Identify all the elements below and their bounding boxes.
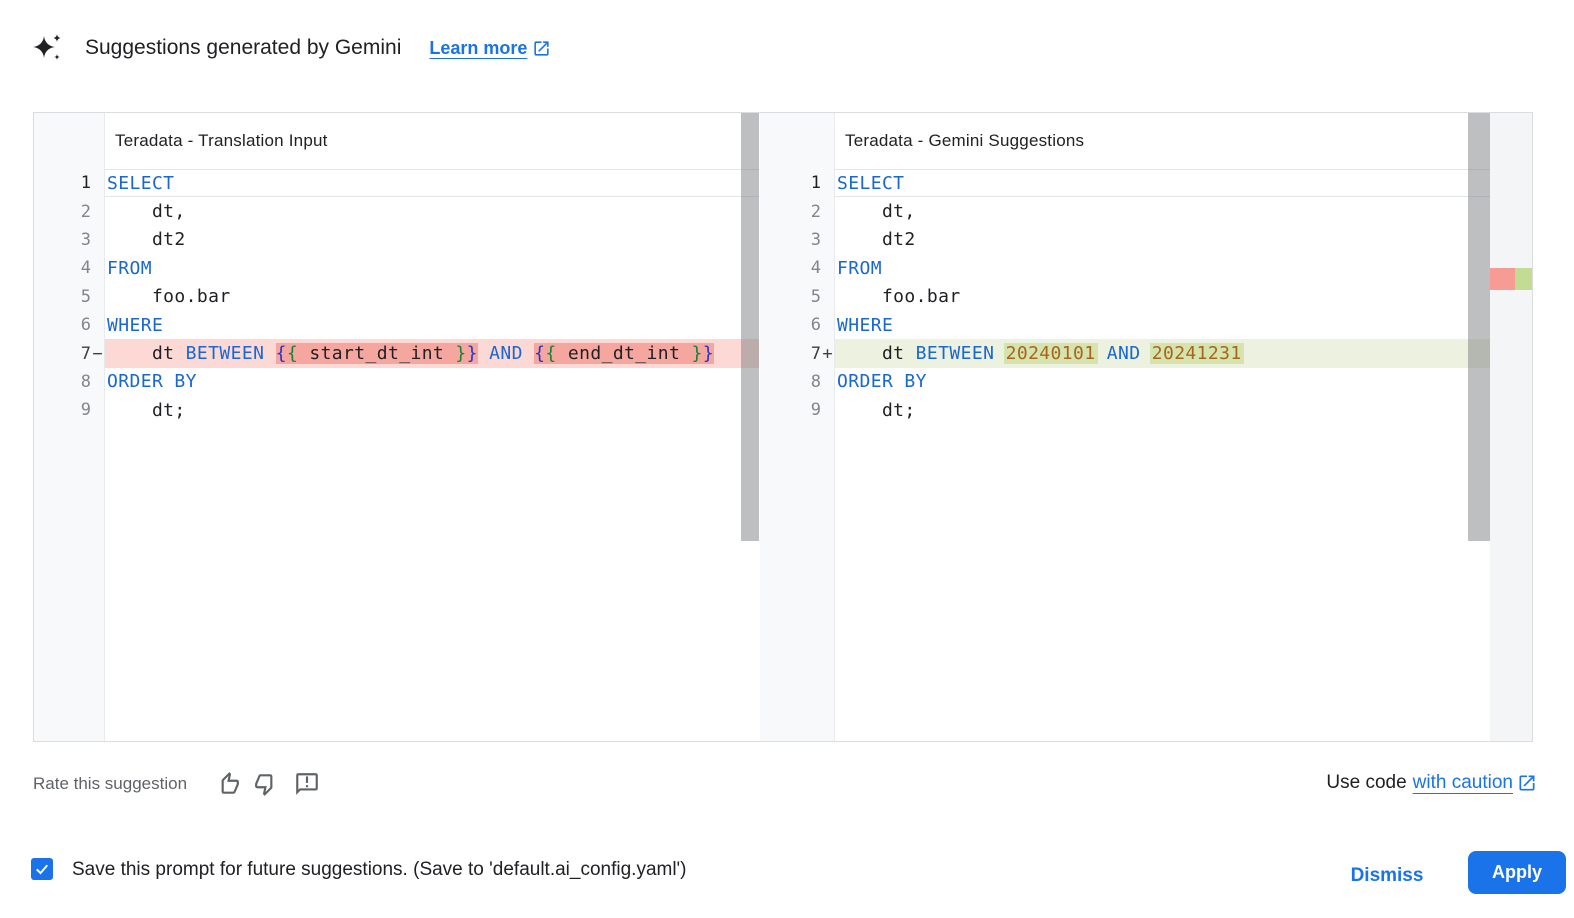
thumb-down-icon xyxy=(255,774,273,796)
diff-ruler-marker-removed xyxy=(1490,268,1515,290)
learn-more-anchor[interactable]: Learn more xyxy=(429,37,528,58)
gutter-line-number: 5 xyxy=(80,286,91,307)
code-line[interactable]: FROM xyxy=(837,257,882,279)
gutter-line-number: 4 xyxy=(810,258,821,279)
code-area[interactable]: Teradata - Gemini Suggestions SELECT dt,… xyxy=(834,113,1491,741)
gutter-rows: 1 2 3 4 5 6 7+ 8 9 xyxy=(760,169,834,425)
gutter-line-number: 8 xyxy=(80,371,91,392)
code-line[interactable]: ORDER BY xyxy=(107,371,197,393)
use-code-text: Use code xyxy=(1326,772,1407,793)
gutter-line-number: 2 xyxy=(80,201,91,222)
gutter-line-number: 6 xyxy=(810,315,821,336)
code-line[interactable]: foo.bar xyxy=(107,286,231,308)
line-number-gutter: 1 2 3 4 5 6 7− 8 9 xyxy=(34,113,104,741)
diff-overview-ruler[interactable] xyxy=(1490,113,1532,741)
rate-label: Rate this suggestion xyxy=(33,774,188,793)
code-line[interactable]: FROM xyxy=(107,257,152,279)
open-in-new-icon xyxy=(534,40,550,56)
gutter-line-number: 6 xyxy=(80,315,91,336)
gemini-sparkle-icon xyxy=(33,34,61,60)
scrollbar-thumb[interactable] xyxy=(1468,113,1490,541)
code-line[interactable]: dt BETWEEN {{ start_dt_int }} AND {{ end… xyxy=(105,339,759,368)
thumb-down-button[interactable] xyxy=(251,768,283,800)
diff-container: 1 2 3 4 5 6 7− 8 9 Teradata - Translation Input … xyxy=(33,112,1533,742)
editor-gemini-suggestions: 1 2 3 4 5 6 7+ 8 9 Teradata - Gemini Suggestions… xyxy=(760,113,1532,741)
code-line[interactable]: ORDER BY xyxy=(837,371,927,393)
learn-more-link[interactable]: Learn more xyxy=(429,38,551,59)
gutter-line-number: 3 xyxy=(810,229,821,250)
code-line[interactable]: WHERE xyxy=(107,314,164,336)
code-line[interactable]: SELECT xyxy=(835,169,1491,197)
line-number-gutter: 1 2 3 4 5 6 7+ 8 9 xyxy=(760,113,834,741)
apply-button[interactable]: Apply xyxy=(1468,851,1566,894)
diff-ruler-marker-added xyxy=(1515,268,1532,290)
dismiss-button[interactable]: Dismiss xyxy=(1332,856,1442,896)
code-line[interactable]: SELECT xyxy=(105,169,759,197)
feedback-icon xyxy=(296,773,318,795)
code-line[interactable]: dt BETWEEN 20240101 AND 20241231 xyxy=(835,339,1491,368)
dialog-title: Suggestions generated by Gemini xyxy=(85,36,402,59)
feedback-button[interactable] xyxy=(291,768,323,800)
gutter-line-number: 5 xyxy=(810,286,821,307)
save-prompt-label: Save this prompt for future suggestions.… xyxy=(72,859,687,880)
code-area[interactable]: Teradata - Translation Input SELECT dt, … xyxy=(104,113,759,741)
gutter-line-number: 1 xyxy=(80,173,91,194)
with-caution-link[interactable]: with caution xyxy=(1412,772,1513,793)
thumb-up-icon xyxy=(221,772,239,794)
scrollbar-thumb[interactable] xyxy=(741,113,759,541)
thumb-up-button[interactable] xyxy=(211,768,243,800)
gutter-rows: 1 2 3 4 5 6 7− 8 9 xyxy=(34,169,104,425)
code-line[interactable]: dt; xyxy=(107,399,186,421)
editor-title: Teradata - Gemini Suggestions xyxy=(835,113,1491,169)
gutter-line-number: 7− xyxy=(80,343,103,364)
code-line[interactable]: dt2 xyxy=(107,229,186,251)
code-line[interactable]: dt2 xyxy=(837,229,916,251)
code-line[interactable]: dt, xyxy=(107,201,186,223)
gutter-line-number: 2 xyxy=(810,201,821,222)
gutter-line-number: 9 xyxy=(80,400,91,421)
gutter-line-number: 9 xyxy=(810,400,821,421)
editor-translation-input: 1 2 3 4 5 6 7− 8 9 Teradata - Translation Input … xyxy=(34,113,759,741)
dialog-header: Suggestions generated by Gemini Learn mo… xyxy=(33,30,551,66)
use-code-notice: Use code with caution xyxy=(1326,772,1537,794)
save-prompt-checkbox[interactable] xyxy=(31,858,53,880)
gutter-line-number: 4 xyxy=(80,258,91,279)
code-line[interactable]: dt; xyxy=(837,399,916,421)
code-line[interactable]: dt, xyxy=(837,201,916,223)
gutter-line-number: 7+ xyxy=(810,343,833,364)
gutter-line-number: 8 xyxy=(810,371,821,392)
gutter-line-number: 3 xyxy=(80,229,91,250)
gutter-line-number: 1 xyxy=(810,173,821,194)
rate-row: Rate this suggestion xyxy=(33,768,331,800)
checkmark-icon xyxy=(36,864,48,875)
dialog-footer: Save this prompt for future suggestions.… xyxy=(0,840,1574,918)
code-line[interactable]: WHERE xyxy=(837,314,894,336)
editor-title: Teradata - Translation Input xyxy=(105,113,759,169)
code-line[interactable]: foo.bar xyxy=(837,286,961,308)
open-in-new-icon xyxy=(1519,775,1535,791)
